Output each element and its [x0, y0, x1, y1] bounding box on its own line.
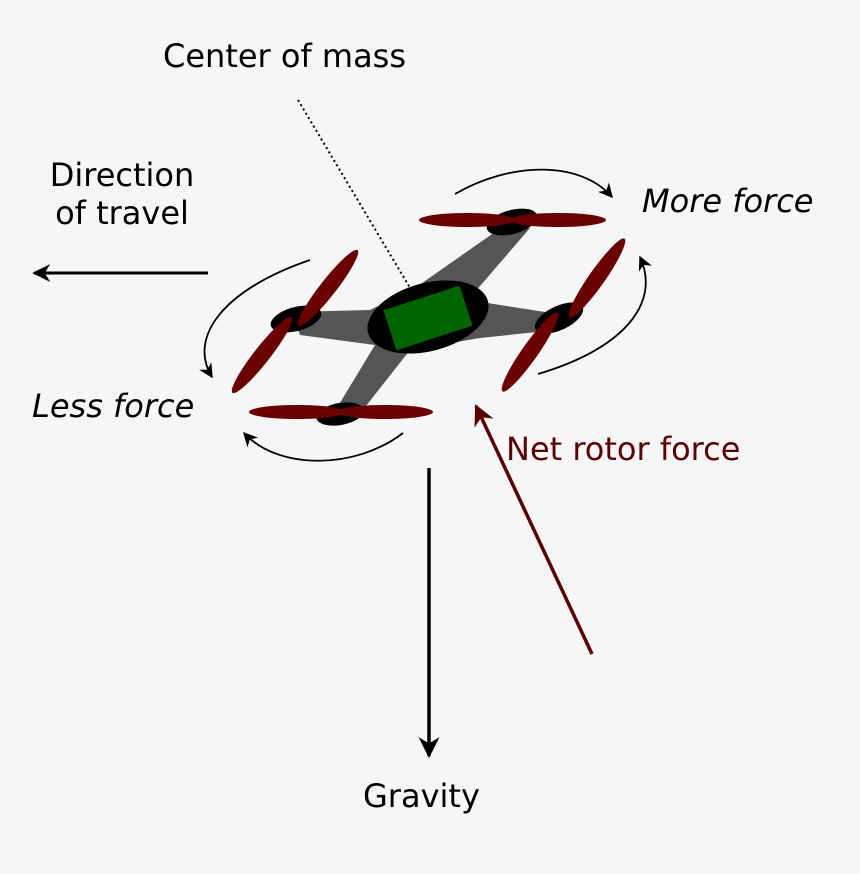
propeller-left: [231, 249, 359, 394]
propeller-front: [419, 213, 606, 227]
battery: [383, 285, 473, 351]
propeller-back: [249, 405, 433, 419]
net-rotor-force-arrow: [474, 404, 594, 655]
center-of-mass-label: Center of mass: [163, 37, 407, 75]
gravity-label: Gravity: [363, 777, 480, 815]
rotation-arrow-icon: [243, 431, 404, 462]
more-force-label: More force: [642, 182, 814, 220]
direction-label-line1: Direction: [49, 156, 195, 194]
propeller-right: [501, 238, 626, 392]
net-rotor-force-label: Net rotor force: [506, 430, 741, 468]
direction-label-line2: of travel: [55, 194, 189, 232]
quadcopter-icon: [231, 208, 626, 426]
direction-of-travel-label: Direction of travel: [20, 156, 224, 232]
center-of-mass-pointer: [297, 99, 429, 320]
rotation-arrow-icon: [199, 259, 311, 379]
less-force-label: Less force: [32, 387, 195, 425]
rotation-arrow-icon: [537, 255, 652, 375]
rotation-arrow-icon: [454, 168, 613, 199]
